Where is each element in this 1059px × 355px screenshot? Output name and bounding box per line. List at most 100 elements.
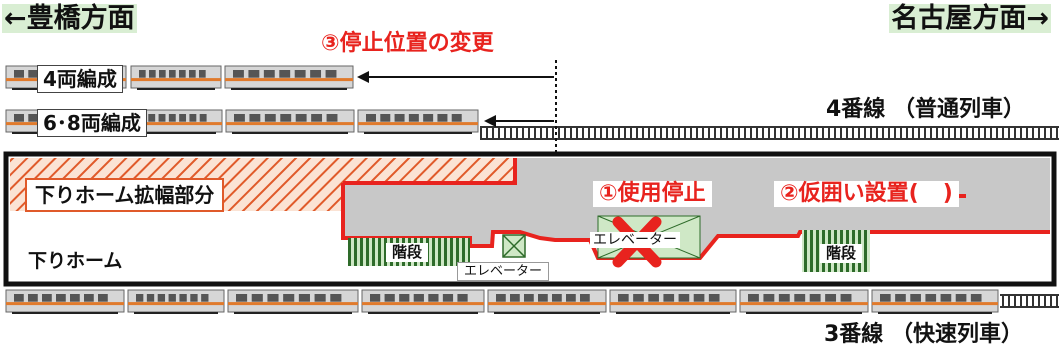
train-window: [380, 114, 391, 122]
train-window: [84, 294, 94, 302]
train-window: [633, 294, 644, 302]
train-window: [510, 294, 520, 302]
train-window: [552, 294, 562, 302]
train-window: [895, 294, 906, 302]
train-window: [157, 294, 166, 302]
train-stripe: [128, 302, 224, 306]
train-window: [794, 294, 806, 302]
train-window: [249, 114, 261, 122]
train-window: [190, 294, 198, 302]
train-window: [248, 70, 260, 78]
train-window: [748, 294, 759, 302]
train-window: [28, 294, 38, 302]
formation-4-label: 4両編成: [37, 65, 123, 93]
train-window: [264, 114, 276, 122]
train-window: [42, 294, 52, 302]
train-window: [70, 294, 80, 302]
train-window: [496, 294, 506, 302]
train-window: [158, 114, 166, 122]
train-window: [98, 294, 108, 302]
train-window: [437, 114, 448, 122]
train-stripe: [358, 122, 478, 126]
stairs-left-label: 階段: [386, 243, 429, 262]
train-window: [708, 294, 720, 302]
train-window: [693, 294, 705, 302]
train-window: [314, 294, 326, 302]
train-window: [279, 70, 291, 78]
train-window: [809, 294, 821, 302]
train-window: [955, 294, 967, 302]
track-4-label: 4番線 （普通列車）: [826, 97, 1025, 122]
train-window: [199, 70, 206, 78]
train-window: [168, 114, 176, 122]
train-window: [763, 294, 775, 302]
train-window: [399, 294, 410, 302]
train-window: [970, 294, 982, 302]
train-window: [408, 114, 419, 122]
direction-toyohashi: ←豊橋方面: [2, 3, 137, 34]
train-window: [566, 294, 576, 302]
train-window: [28, 70, 39, 78]
train-stripe: [488, 302, 606, 306]
train-window: [189, 70, 196, 78]
elevator-right-label: エレベーター: [590, 232, 680, 248]
stairs-right-label: 階段: [820, 244, 863, 263]
train-window: [451, 114, 462, 122]
train-window: [168, 294, 176, 302]
train-window: [910, 294, 921, 302]
train-window: [325, 70, 337, 78]
train-window: [179, 114, 187, 122]
train-window: [267, 294, 279, 302]
train-window: [236, 294, 248, 302]
platform-name-label: 下りホーム: [28, 250, 123, 272]
track-4-rails: [480, 126, 1059, 140]
train-window: [56, 294, 66, 302]
train-window: [310, 70, 322, 78]
track-3-label: 3番線 （快速列車）: [824, 322, 1023, 347]
train-window: [179, 294, 187, 302]
train-stripe: [362, 302, 484, 306]
elevator-left-graphic: [502, 234, 526, 258]
train-stripe: [131, 78, 221, 82]
train-window: [169, 70, 176, 78]
train-stripe: [225, 78, 353, 82]
train-window: [159, 70, 166, 78]
train-window: [136, 294, 144, 302]
temporary-fence-tail: ): [942, 181, 953, 206]
train-window: [678, 294, 690, 302]
train-window: [825, 294, 837, 302]
train-window: [233, 70, 244, 78]
train-stripe: [872, 302, 998, 306]
train-window: [139, 70, 146, 78]
formation-6-8-label: 6･8両編成: [37, 109, 147, 137]
stop-position-arrows: [357, 60, 557, 160]
train-window: [263, 70, 275, 78]
train-window: [326, 114, 338, 122]
train-window: [298, 294, 310, 302]
train-window: [294, 70, 306, 78]
train-window: [14, 70, 24, 78]
train-window: [423, 114, 434, 122]
train-window: [179, 70, 186, 78]
train-window: [580, 294, 590, 302]
train-window: [925, 294, 937, 302]
train-window: [149, 70, 156, 78]
train-window: [14, 294, 24, 302]
train-window: [295, 114, 307, 122]
train-window: [778, 294, 790, 302]
train-stripe: [228, 302, 358, 306]
train-window: [311, 114, 323, 122]
train-stripe: [226, 122, 354, 126]
elevator-left-label: エレベーター: [457, 262, 550, 281]
train-stripe: [6, 302, 124, 306]
train-stripe: [740, 302, 868, 306]
train-window: [28, 114, 39, 122]
train-window: [384, 294, 395, 302]
train-window: [199, 114, 207, 122]
train-window: [189, 114, 197, 122]
train-window: [201, 294, 209, 302]
train-window: [880, 294, 891, 302]
train-stripe: [610, 302, 736, 306]
change-stop-position-label: ③停止位置の変更: [318, 32, 497, 56]
